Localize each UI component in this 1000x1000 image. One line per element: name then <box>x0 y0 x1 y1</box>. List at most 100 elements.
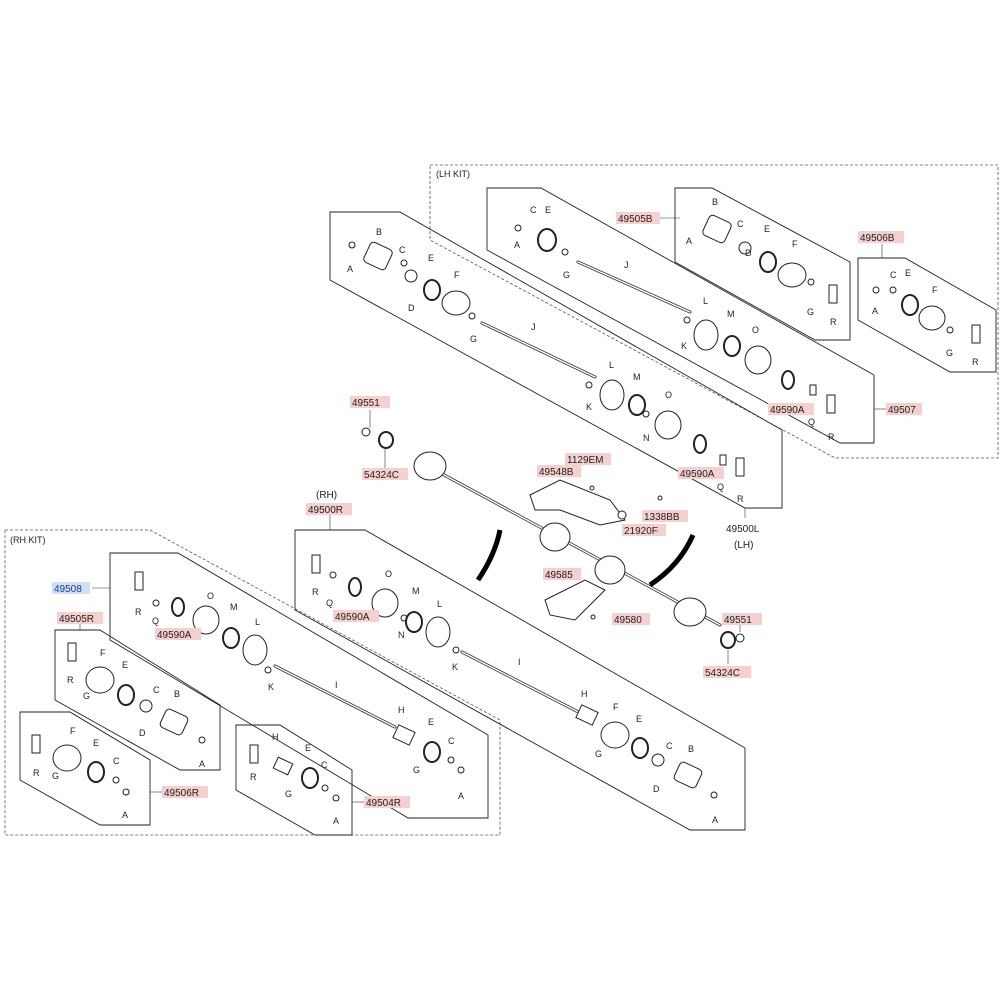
part-49505R[interactable]: 49505R <box>59 614 94 625</box>
component-letter: C <box>890 270 897 280</box>
component-letter: M <box>727 309 735 319</box>
component-letter: A <box>514 240 520 250</box>
component-letters: A C E G J K L M O Q R A B C D E F G R A … <box>33 197 979 826</box>
component-letter: R <box>312 587 319 597</box>
component-letter: R <box>33 768 40 778</box>
component-letter: F <box>613 702 619 712</box>
component-letter: I <box>335 680 338 690</box>
component-letter: C <box>666 741 673 751</box>
lh-kit-frame <box>429 164 999 459</box>
leader-lines <box>79 217 886 803</box>
component-letter: M <box>230 602 238 612</box>
component-letter: D <box>745 248 752 258</box>
part-49551-top[interactable]: 49551 <box>352 398 380 409</box>
rh-kit-components-icon <box>134 571 465 774</box>
part-49580[interactable]: 49580 <box>614 615 642 626</box>
boot-kit-icon <box>872 286 981 344</box>
component-letter: H <box>398 705 405 715</box>
component-letter: A <box>712 815 718 825</box>
component-letter: I <box>518 657 521 667</box>
part-49504R[interactable]: 49504R <box>366 798 401 809</box>
part-49585[interactable]: 49585 <box>545 570 573 581</box>
part-49551-bottom[interactable]: 49551 <box>724 615 752 626</box>
component-letter: D <box>139 728 146 738</box>
component-letter: O <box>207 591 214 601</box>
label-lh: (LH) <box>734 540 753 551</box>
component-letter: C <box>321 760 328 770</box>
component-letter: K <box>268 682 274 692</box>
component-letter: J <box>531 322 536 332</box>
rh-inner-kit-icon <box>249 744 340 802</box>
part-49590A-lh-kit[interactable]: 49590A <box>770 405 805 416</box>
component-letter: C <box>530 205 537 215</box>
rh-boot-kit-icon <box>31 734 130 796</box>
component-letter: A <box>458 791 464 801</box>
joint-components-icon <box>514 224 836 414</box>
part-49590A-rh-assembly[interactable]: 49590A <box>335 612 370 623</box>
component-letter: G <box>52 771 59 781</box>
part-49500L[interactable]: 49500L <box>726 524 760 535</box>
component-letter: E <box>764 224 770 234</box>
component-letter: E <box>122 660 128 670</box>
joint-housing-icon <box>702 214 838 304</box>
component-letter: O <box>665 390 672 400</box>
component-letter: E <box>428 253 434 263</box>
part-1338BB[interactable]: 1338BB <box>644 512 680 523</box>
part-54324C-top[interactable]: 54324C <box>364 470 399 481</box>
lh-assembly-components-icon <box>348 241 745 477</box>
part-49506R[interactable]: 49506R <box>164 788 199 799</box>
component-letter: H <box>581 689 588 699</box>
component-letter: O <box>385 569 392 579</box>
component-letter: G <box>470 334 477 344</box>
part-49590A-lh-assembly[interactable]: 49590A <box>680 469 715 480</box>
lh-curve-mark <box>475 529 503 582</box>
component-letter: F <box>100 648 106 658</box>
component-letter: K <box>452 662 458 672</box>
component-letter: Q <box>717 482 724 492</box>
rh-kit-frame <box>4 529 501 836</box>
part-49506B[interactable]: 49506B <box>860 233 895 244</box>
component-letter: G <box>595 749 602 759</box>
kit-49504R-frame <box>235 724 353 836</box>
part-49508[interactable]: 49508 <box>54 584 82 595</box>
component-letter: E <box>905 268 911 278</box>
kit-49505B-frame <box>674 187 851 341</box>
component-letter: C <box>737 219 744 229</box>
component-letter: K <box>681 341 687 351</box>
component-letter: R <box>830 317 837 327</box>
component-letter: D <box>653 784 660 794</box>
part-49500R[interactable]: 49500R <box>308 505 343 516</box>
component-letter: E <box>545 205 551 215</box>
bracket-icon <box>529 479 663 526</box>
component-letter: A <box>686 236 692 246</box>
part-49507[interactable]: 49507 <box>888 405 916 416</box>
component-letter: F <box>454 270 460 280</box>
drive-shaft-assembly-icon <box>361 427 745 649</box>
assembly-49500R-frame <box>294 529 746 831</box>
component-letter: A <box>347 264 353 274</box>
part-54324C-bottom[interactable]: 54324C <box>705 668 740 679</box>
component-letter: Q <box>326 598 333 608</box>
part-49505B[interactable]: 49505B <box>618 214 653 225</box>
component-letter: F <box>932 285 938 295</box>
component-letter: A <box>333 816 339 826</box>
part-21920F[interactable]: 21920F <box>624 526 658 537</box>
component-letter: R <box>828 432 835 442</box>
component-letter: K <box>586 402 592 412</box>
part-49590A-rh-kit[interactable]: 49590A <box>157 630 192 641</box>
part-49548B[interactable]: 49548B <box>539 467 574 478</box>
component-letter: L <box>703 296 708 306</box>
part-1129EM[interactable]: 1129EM <box>567 455 604 466</box>
component-letter: E <box>636 714 642 724</box>
component-letter: N <box>643 433 650 443</box>
component-letter: N <box>398 630 405 640</box>
component-letter: M <box>633 372 641 382</box>
component-letter: G <box>563 270 570 280</box>
component-letter: Q <box>808 417 815 427</box>
rh-assembly-components-icon <box>311 554 718 799</box>
kit-49505R-frame <box>54 629 221 771</box>
kit-49508-frame <box>109 552 489 819</box>
component-letter: B <box>712 197 718 207</box>
component-letter: A <box>122 810 128 820</box>
